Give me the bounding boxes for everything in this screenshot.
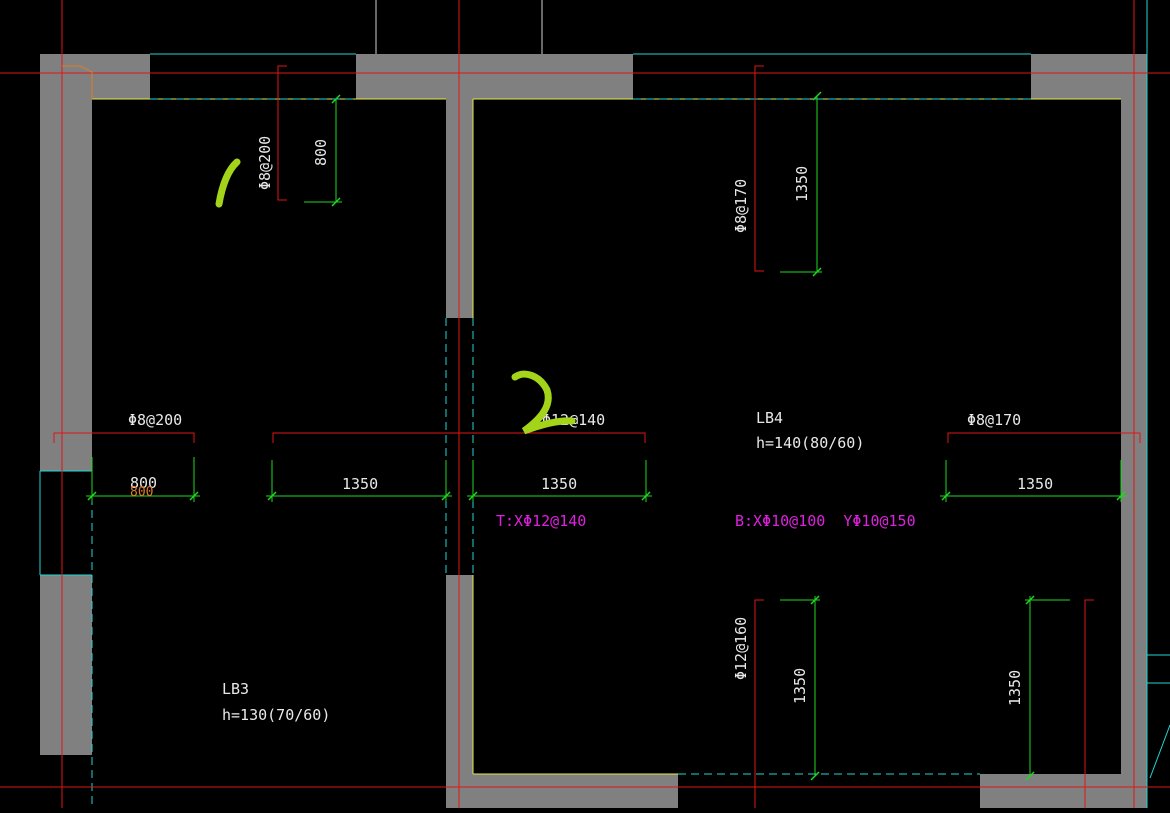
wall-left-lower: [40, 575, 92, 755]
tick-marks: [87, 91, 1126, 781]
label-dim-mid-left: 1350: [342, 475, 378, 493]
label-top-reinforcement: T:XΦ12@140: [496, 512, 586, 530]
label-rebar-right-wall: Φ8@170: [967, 411, 1021, 429]
label-dim-bottom-b: 1350: [1006, 670, 1024, 706]
wall-left-upper: [40, 54, 92, 471]
walls: [40, 54, 1147, 808]
label-slab-lb3-thickness: h=130(70/60): [222, 706, 330, 724]
label-rebar-top-left: Φ8@200: [256, 136, 274, 190]
highlighter-marks: [215, 158, 576, 435]
label-dim-top-left: 800: [312, 139, 330, 166]
label-slab-lb3-name: LB3: [222, 680, 249, 698]
label-rebar-bottom-vertical: Φ12@160: [732, 617, 750, 680]
label-dim-left-wall-a: 800: [130, 474, 157, 492]
label-dim-right-wall: 1350: [1017, 475, 1053, 493]
label-rebar-top-right: Φ8@170: [732, 179, 750, 233]
rebar-lines: [53, 65, 1141, 808]
label-rebar-left-wall: Φ8@200: [128, 411, 182, 429]
dimension-lines: [86, 96, 1127, 776]
wall-bottom-right: [980, 774, 1121, 808]
slab-edges: [92, 98, 1121, 775]
wall-top-mid: [356, 54, 633, 99]
label-dim-bottom-a: 1350: [791, 668, 809, 704]
highlight-mark-1: [215, 158, 241, 208]
label-slab-lb4-thickness: h=140(80/60): [756, 434, 864, 452]
label-dim-mid-right: 1350: [541, 475, 577, 493]
label-bottom-reinforcement: B:XΦ10@100 YΦ10@150: [735, 512, 916, 530]
label-dim-top-right: 1350: [793, 166, 811, 202]
highlight-mark-2: [511, 370, 576, 435]
white-lines: [375, 0, 543, 54]
wall-top-right: [1031, 54, 1147, 99]
label-slab-lb4-name: LB4: [756, 409, 783, 427]
annotations: Φ8@200 800 Φ8@170 1350 Φ8@200 800 800 13…: [128, 136, 1053, 724]
wall-bottom-left: [473, 774, 678, 808]
label-dim-left-wall-b: 800: [130, 485, 153, 500]
cyan-lines: [39, 0, 1170, 808]
